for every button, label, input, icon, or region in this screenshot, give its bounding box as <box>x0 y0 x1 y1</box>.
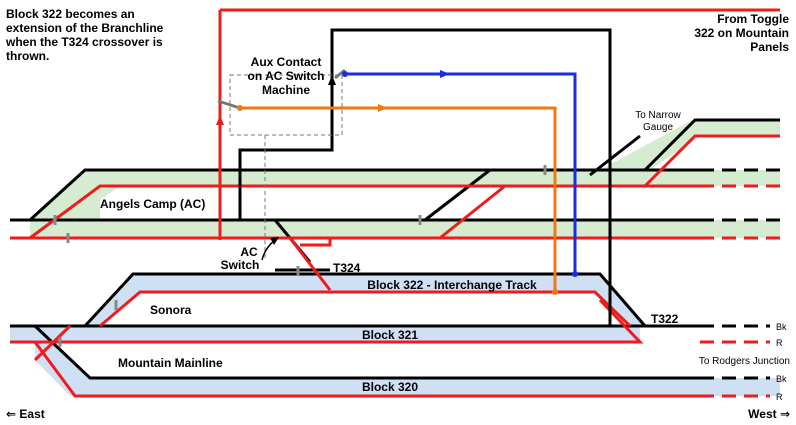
narrow-gauge-label: To Narrow Gauge <box>635 110 681 133</box>
note-line-2: extension of the Branchline <box>6 21 164 35</box>
mainline-red <box>33 341 700 398</box>
crossover-ac-black <box>424 168 491 222</box>
contacts <box>217 68 346 110</box>
fills <box>10 120 780 396</box>
note-text: Block 322 becomes an extension of the Br… <box>5 7 164 63</box>
red-arrow <box>216 115 224 125</box>
orange-wire <box>240 106 557 292</box>
red-rails <box>10 134 780 398</box>
block321-fill <box>10 326 640 342</box>
east-label: ⇐ East <box>6 407 45 421</box>
ac-fill-east <box>700 220 780 238</box>
ac-switch-arrowhead-icon <box>270 237 279 245</box>
insulators <box>53 165 547 347</box>
blue-junction-icon <box>342 71 348 77</box>
contact-right-icon <box>334 68 346 80</box>
note-line-1: Block 322 becomes an <box>6 7 135 21</box>
orange-arrow <box>378 104 388 112</box>
toggle-label: From Toggle 322 on Mountain Panels <box>694 12 789 54</box>
west-label: West ⇒ <box>748 407 790 421</box>
aux-contact-box <box>229 74 343 260</box>
sonora-red <box>33 324 72 362</box>
branch-rail-upper <box>28 168 700 222</box>
sonora-label: Sonora <box>150 303 192 317</box>
black-dashes <box>700 118 780 380</box>
angels-camp-label: Angels Camp (AC) <box>100 197 205 211</box>
aux-contact-label: Aux Contact on AC Switch Machine <box>248 55 325 97</box>
toggle-line-3: Panels <box>750 40 789 54</box>
contact-left-icon <box>217 99 241 110</box>
wire-arrows <box>216 70 450 125</box>
block322-fill <box>85 274 645 326</box>
branch-rail-lower <box>29 184 700 240</box>
rodgers-label: To Rodgers Junction <box>699 356 790 367</box>
branch-east-fill <box>700 170 780 186</box>
toggle-line-1: From Toggle <box>717 12 789 26</box>
black-wire-loop <box>238 28 612 326</box>
red-dashes <box>700 134 780 398</box>
crossover-ac-red <box>439 184 506 240</box>
black-arrow <box>328 75 336 85</box>
block320-label: Block 320 <box>362 380 418 394</box>
ac-switch-line-1: AC <box>240 245 258 259</box>
ac-switch-line-2: Switch <box>221 258 260 272</box>
aux-line-3: Machine <box>262 83 310 97</box>
r-label-2: R <box>776 392 783 402</box>
block322-label: Block 322 - Interchange Track <box>367 278 537 292</box>
bk-label-1: Bk <box>776 322 787 332</box>
ng-line-2: Gauge <box>643 122 673 133</box>
t324-label: T324 <box>333 261 361 275</box>
blue-arrow <box>440 70 450 78</box>
ng-rail <box>589 134 641 177</box>
block321-red <box>10 298 644 344</box>
block322-red <box>99 290 632 328</box>
toggle-line-2: 322 on Mountain <box>694 26 789 40</box>
aux-line-2: on AC Switch <box>248 69 325 83</box>
ac-switch-red <box>288 237 332 291</box>
orange-junction-icon <box>237 105 243 111</box>
note-line-4: thrown. <box>6 49 49 63</box>
t322-label: T322 <box>651 312 679 326</box>
blue-wire <box>345 72 577 274</box>
narrow-gauge-fill <box>600 120 780 170</box>
note-line-3: when the T324 crossover is <box>5 35 163 49</box>
r-label-1: R <box>776 338 783 348</box>
block321-label: Block 321 <box>362 328 418 342</box>
aux-box <box>229 74 343 136</box>
ng-line-1: To Narrow <box>635 110 681 121</box>
wires <box>218 8 780 326</box>
ac-switch-label: AC Switch <box>221 245 260 272</box>
red-wire-toggle <box>218 8 780 240</box>
orange-end-icon <box>552 289 558 295</box>
t324-red <box>300 236 332 247</box>
blue-end-icon <box>572 271 578 277</box>
aux-line-1: Aux Contact <box>251 55 322 69</box>
mountain-mainline-label: Mountain Mainline <box>118 356 223 370</box>
block322-rail <box>83 272 647 328</box>
bk-label-2: Bk <box>776 374 787 384</box>
